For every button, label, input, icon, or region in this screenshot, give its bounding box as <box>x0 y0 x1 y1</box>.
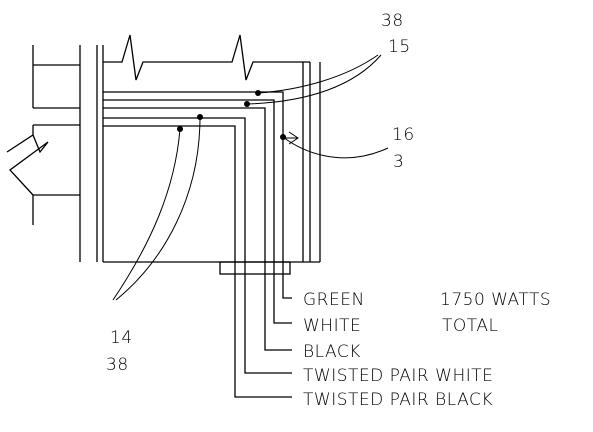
top-break-lines <box>103 34 310 81</box>
enclosure-walls <box>103 62 321 275</box>
wire-green <box>103 91 292 299</box>
callout-3: 3 <box>393 152 404 172</box>
callout-15: 15 <box>388 37 411 57</box>
callout-38-bottom: 38 <box>106 355 129 375</box>
wire-twisted-black <box>103 125 292 398</box>
note-watts: 1750 WATTS <box>440 290 551 310</box>
conductors <box>103 91 292 398</box>
label-white: WHITE <box>303 316 361 336</box>
note-total: TOTAL <box>442 316 498 336</box>
left-wall <box>6 45 104 262</box>
label-black: BLACK <box>303 342 361 362</box>
callout-14: 14 <box>110 328 133 348</box>
label-twisted-white: TWISTED PAIR WHITE <box>303 366 493 386</box>
callout-16: 16 <box>392 125 415 145</box>
wire-white <box>103 99 292 324</box>
wire-twisted-white <box>103 117 292 374</box>
wire-black <box>103 107 292 351</box>
label-twisted-black: TWISTED PAIR BLACK <box>303 390 493 410</box>
callout-38-top: 38 <box>381 11 404 31</box>
label-green: GREEN <box>303 290 365 310</box>
callout-leaders <box>112 54 389 301</box>
